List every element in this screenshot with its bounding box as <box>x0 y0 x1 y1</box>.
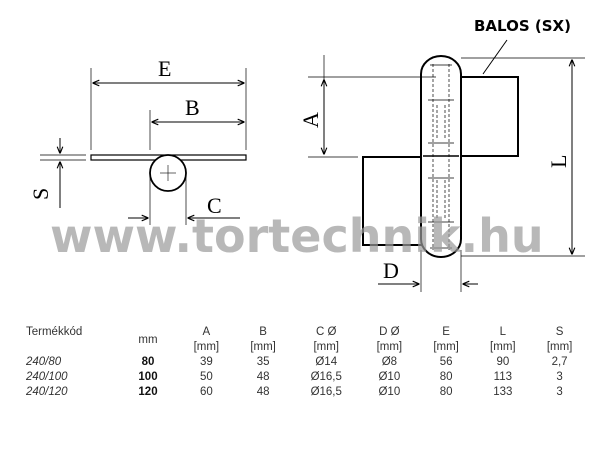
header-s: S <box>555 326 564 338</box>
label-e: E <box>158 56 171 81</box>
header-e: E <box>442 326 450 338</box>
unit-b: [mm] <box>250 341 276 353</box>
spec-table: Termékkód mm A B C Ø D Ø E L S [mm] [mm]… <box>18 325 588 400</box>
header-l: L <box>499 326 507 338</box>
hinge-technical-drawing: E B S C A L D BALOS (SX) www.tortechnik.… <box>28 17 585 292</box>
label-s: S <box>28 188 53 200</box>
cell-e: 80 <box>439 371 453 383</box>
cell-e: 80 <box>439 386 453 398</box>
balos-label: BALOS (SX) <box>474 17 571 35</box>
cell-mm: 100 <box>138 371 158 383</box>
table-header-row-top: Termékkód mm A B C Ø D Ø E L S <box>18 325 588 346</box>
cell-l: 133 <box>493 386 513 398</box>
header-code: Termékkód <box>26 326 83 338</box>
unit-c: [mm] <box>313 341 340 353</box>
label-l: L <box>546 155 571 168</box>
header-mm: mm <box>138 333 158 346</box>
cell-d: Ø10 <box>378 371 401 383</box>
front-view <box>308 39 585 292</box>
unit-s: [mm] <box>546 341 573 353</box>
cell-code: 240/80 <box>26 356 62 368</box>
cell-d: Ø10 <box>378 386 401 398</box>
cell-d: Ø8 <box>381 356 398 368</box>
table-header-row-units: [mm] [mm] [mm] [mm] [mm] [mm] [mm] <box>18 340 588 355</box>
cell-b: 48 <box>256 386 270 398</box>
top-view <box>40 68 247 225</box>
header-a: A <box>202 326 211 338</box>
balos-leader <box>482 39 508 75</box>
cell-s: 2,7 <box>551 356 568 368</box>
cell-mm: 80 <box>141 356 155 368</box>
cell-e: 56 <box>439 356 453 368</box>
header-d: D Ø <box>379 326 400 338</box>
cell-l: 90 <box>496 356 510 368</box>
header-c: C Ø <box>316 326 337 338</box>
header-b: B <box>259 326 267 338</box>
table-row: 240/80 80 39 35 Ø14 Ø8 56 90 2,7 <box>18 355 588 370</box>
table-row: 240/100 100 50 48 Ø16,5 Ø10 80 113 3 <box>18 370 588 385</box>
cell-code: 240/120 <box>26 386 68 398</box>
label-d: D <box>383 258 399 283</box>
cell-a: 39 <box>199 356 213 368</box>
cell-code: 240/100 <box>26 371 68 383</box>
cell-c: Ø16,5 <box>310 386 342 398</box>
cell-mm: 120 <box>138 386 158 398</box>
cell-c: Ø16,5 <box>310 371 342 383</box>
cell-l: 113 <box>493 371 512 383</box>
cell-a: 50 <box>199 371 213 383</box>
unit-d: [mm] <box>376 341 403 353</box>
cell-s: 3 <box>556 371 563 383</box>
unit-a: [mm] <box>193 341 220 353</box>
cell-b: 35 <box>256 356 270 368</box>
label-a: A <box>298 112 323 128</box>
cell-b: 48 <box>256 371 270 383</box>
watermark-text: www.tortechnik.hu <box>50 209 544 263</box>
cell-s: 3 <box>556 386 563 398</box>
cell-a: 60 <box>199 386 213 398</box>
table-row: 240/120 120 60 48 Ø16,5 Ø10 80 133 3 <box>18 385 588 400</box>
unit-e: [mm] <box>433 341 459 353</box>
unit-l: [mm] <box>490 341 516 353</box>
label-c: C <box>207 193 222 218</box>
label-b: B <box>185 95 200 120</box>
cell-c: Ø14 <box>315 356 338 368</box>
